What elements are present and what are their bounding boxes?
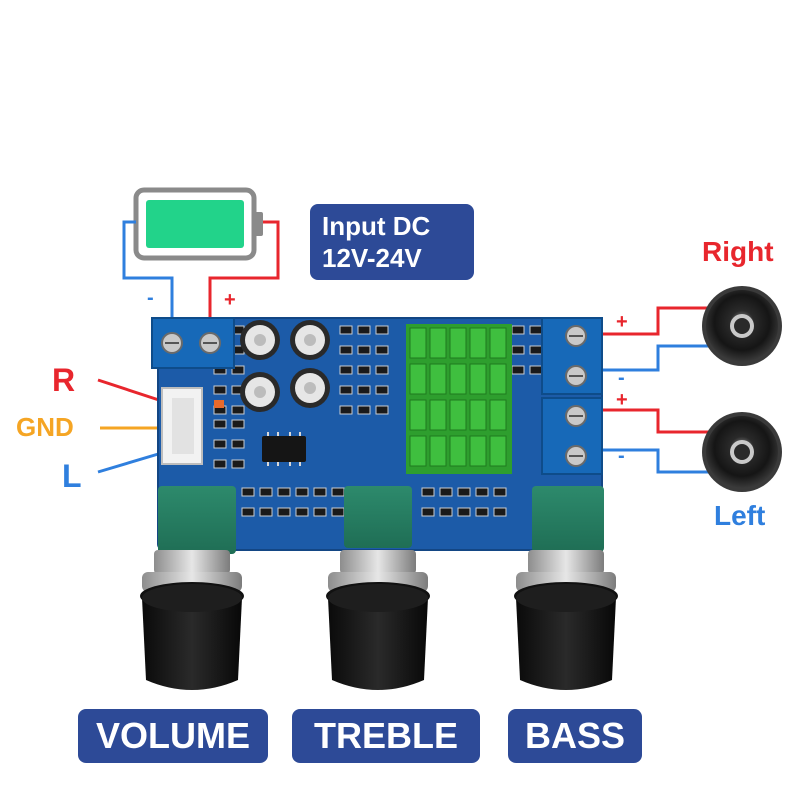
right-speaker-icon (702, 286, 782, 366)
power-terminal (151, 317, 235, 369)
bass-knob (514, 550, 618, 690)
left-speaker-icon (702, 412, 782, 492)
input-dc-label: Input DC 12V-24V (310, 204, 474, 280)
input-dc-line2: 12V-24V (322, 243, 422, 273)
right-speaker-label: Right (702, 236, 774, 267)
power-wires (122, 220, 280, 318)
capacitors (240, 320, 330, 412)
potentiometers (158, 486, 604, 554)
heatsink (406, 324, 512, 474)
audio-input-connector (161, 387, 203, 465)
speaker-wires (602, 306, 712, 474)
left-minus-sign: - (618, 445, 625, 467)
input-r-label: R (52, 362, 76, 398)
speaker-terminals (541, 317, 603, 475)
treble-label: TREBLE (292, 709, 480, 763)
left-plus-sign: + (616, 389, 628, 411)
volume-label: VOLUME (78, 709, 268, 763)
led-icon (214, 400, 224, 408)
ic-chip (262, 432, 306, 466)
battery-icon (133, 187, 263, 261)
left-speaker-label: Left (714, 500, 766, 531)
volume-knob (140, 550, 244, 690)
input-dc-line1: Input DC (322, 211, 431, 241)
right-plus-sign: + (616, 311, 628, 333)
power-plus-sign: + (224, 289, 236, 311)
audio-input-wires (97, 378, 166, 474)
bass-label: BASS (508, 709, 642, 763)
power-minus-sign: - (147, 287, 154, 309)
treble-knob (326, 550, 430, 690)
input-l-label: L (62, 458, 82, 494)
input-gnd-label: GND (16, 412, 74, 442)
right-minus-sign: - (618, 367, 625, 389)
